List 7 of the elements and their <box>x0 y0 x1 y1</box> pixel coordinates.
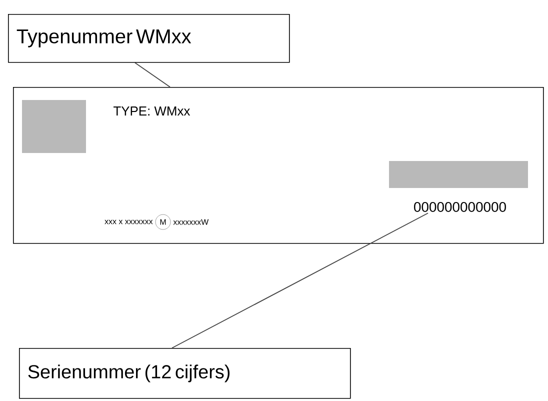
callout-box: Typenummer WMxx <box>8 14 290 63</box>
type-label: TYPE: WMxx <box>114 106 190 116</box>
leader-line <box>172 212 428 348</box>
callout-box: Serienummer (12 cijfers) <box>19 348 351 399</box>
serial-number: 000000000000 <box>414 202 506 212</box>
label-plate <box>13 87 544 244</box>
leader-line <box>134 62 170 88</box>
